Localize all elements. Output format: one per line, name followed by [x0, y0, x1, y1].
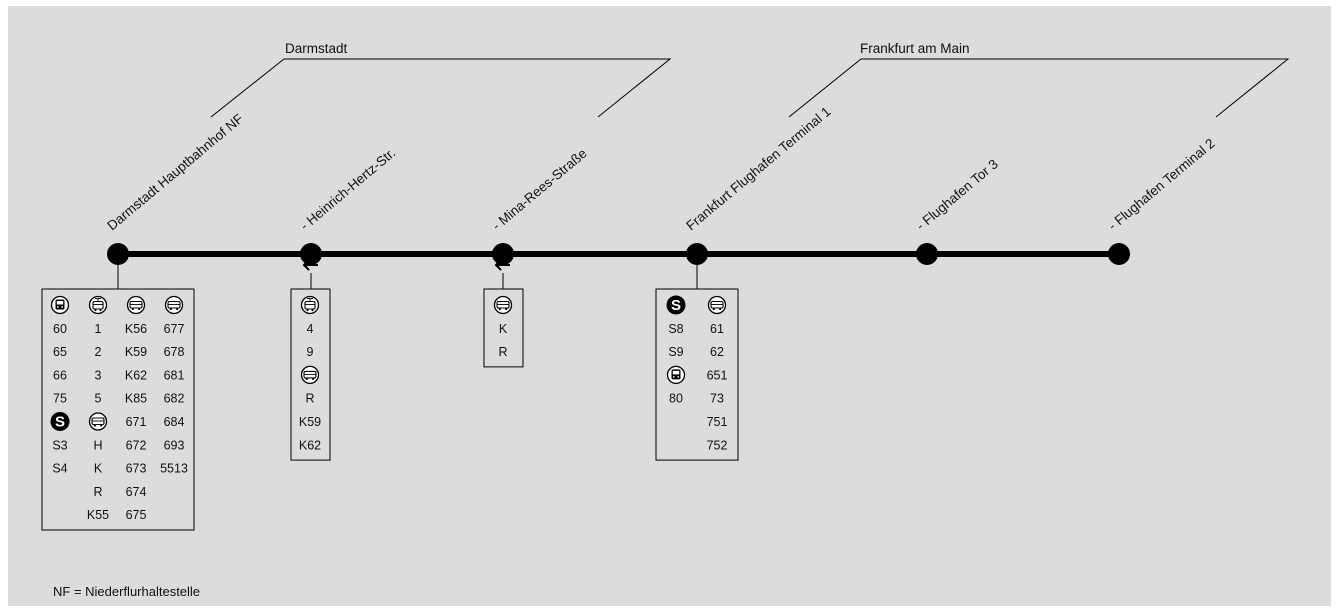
line-number: 80 — [669, 392, 683, 406]
line-number: 5513 — [160, 462, 188, 476]
connection-box-frame — [483, 288, 524, 368]
line-number: 75 — [53, 392, 67, 406]
bus-icon — [88, 412, 108, 431]
region-bracket-frankfurt — [788, 58, 1290, 118]
line-number: H — [93, 438, 102, 452]
s-bahn-icon: S — [50, 412, 70, 431]
stop-marker — [300, 243, 322, 265]
footnote: NF = Niederflurhaltestelle — [53, 584, 201, 599]
line-number: 73 — [710, 392, 724, 406]
line-number: 675 — [126, 508, 147, 522]
line-number: 693 — [164, 438, 185, 452]
line-number: 678 — [164, 345, 185, 359]
stop-label: - Flughafen Tor 3 — [913, 156, 1001, 233]
line-number: S3 — [52, 438, 67, 452]
line-number: 2 — [95, 345, 102, 359]
route-diagram: Darmstadt Frankfurt am Main Darmstadt Ha… — [41, 41, 1290, 531]
connection-boxes: 60656675SS3S41235HKRK55K56K59K62K8567167… — [41, 259, 739, 531]
line-number: 684 — [164, 415, 185, 429]
line-number: S8 — [668, 322, 683, 336]
line-number: 673 — [126, 462, 147, 476]
line-number: 677 — [164, 322, 185, 336]
bus-icon — [300, 365, 320, 385]
line-number: 60 — [53, 322, 67, 336]
stop-label: - Heinrich-Hertz-Str. — [297, 145, 398, 233]
line-number: 4 — [307, 322, 314, 336]
line-number: 682 — [164, 392, 185, 406]
region-label-frankfurt: Frankfurt am Main — [860, 41, 970, 56]
stop-label: Darmstadt Hauptbahnhof NF — [104, 111, 246, 233]
diagram-canvas: Darmstadt Frankfurt am Main Darmstadt Ha… — [8, 6, 1331, 606]
line-number: 3 — [95, 368, 102, 382]
stops: Darmstadt Hauptbahnhof NF - Heinrich-Hert… — [104, 104, 1218, 265]
line-number: 61 — [710, 322, 724, 336]
tram-icon — [88, 295, 108, 315]
line-number: K62 — [125, 368, 147, 382]
s-bahn-icon: S — [666, 295, 686, 315]
line-number: 671 — [126, 415, 147, 429]
stop-label: Frankfurt Flughafen Terminal 1 — [683, 104, 833, 234]
line-number: K59 — [299, 415, 321, 429]
line-number: S9 — [668, 345, 683, 359]
line-number: 681 — [164, 368, 185, 382]
region-label-darmstadt: Darmstadt — [285, 41, 348, 56]
line-number: 674 — [126, 485, 147, 499]
regional-bus-icon — [50, 295, 70, 315]
stop-marker — [686, 243, 708, 265]
stop-marker — [1108, 243, 1130, 265]
region-brackets: Darmstadt Frankfurt am Main — [210, 41, 1290, 118]
tram-icon — [300, 295, 320, 315]
line-number: 62 — [710, 345, 724, 359]
line-number: R — [498, 345, 507, 359]
stop-label: - Flughafen Terminal 2 — [1105, 136, 1217, 234]
stop-marker — [492, 243, 514, 265]
line-number: K59 — [125, 345, 147, 359]
line-number: 651 — [707, 368, 728, 382]
line-number: K — [94, 462, 103, 476]
line-number: 9 — [307, 345, 314, 359]
regional-bus-icon — [666, 365, 686, 385]
bus-icon — [707, 295, 727, 315]
line-number: K62 — [299, 438, 321, 452]
bus-icon — [164, 295, 184, 315]
stop-marker — [916, 243, 938, 265]
line-number: 672 — [126, 438, 147, 452]
connection-box: KR — [483, 259, 524, 368]
line-number: 5 — [95, 392, 102, 406]
bus-icon — [126, 295, 146, 315]
line-number: 65 — [53, 345, 67, 359]
stop-label: - Mina-Rees-Straße — [489, 146, 589, 234]
connection-box-frame — [41, 288, 195, 531]
line-number: S4 — [52, 462, 67, 476]
direction-arrow-icon — [302, 259, 318, 271]
line-number: K85 — [125, 392, 147, 406]
connection-box-frame — [290, 288, 331, 461]
stop-marker — [107, 243, 129, 265]
svg-text:S: S — [55, 414, 65, 431]
svg-text:S: S — [671, 297, 681, 314]
region-bracket-darmstadt — [210, 58, 672, 118]
line-number: 752 — [707, 438, 728, 452]
bus-icon — [493, 295, 513, 315]
line-number: R — [93, 485, 102, 499]
line-number: 66 — [53, 368, 67, 382]
line-number: 1 — [95, 322, 102, 336]
line-number: K55 — [87, 508, 109, 522]
line-number: R — [305, 392, 314, 406]
connection-box-frame — [655, 288, 739, 461]
line-number: K — [499, 322, 508, 336]
line-number: 751 — [707, 415, 728, 429]
direction-arrow-icon — [494, 259, 510, 271]
line-number: K56 — [125, 322, 147, 336]
